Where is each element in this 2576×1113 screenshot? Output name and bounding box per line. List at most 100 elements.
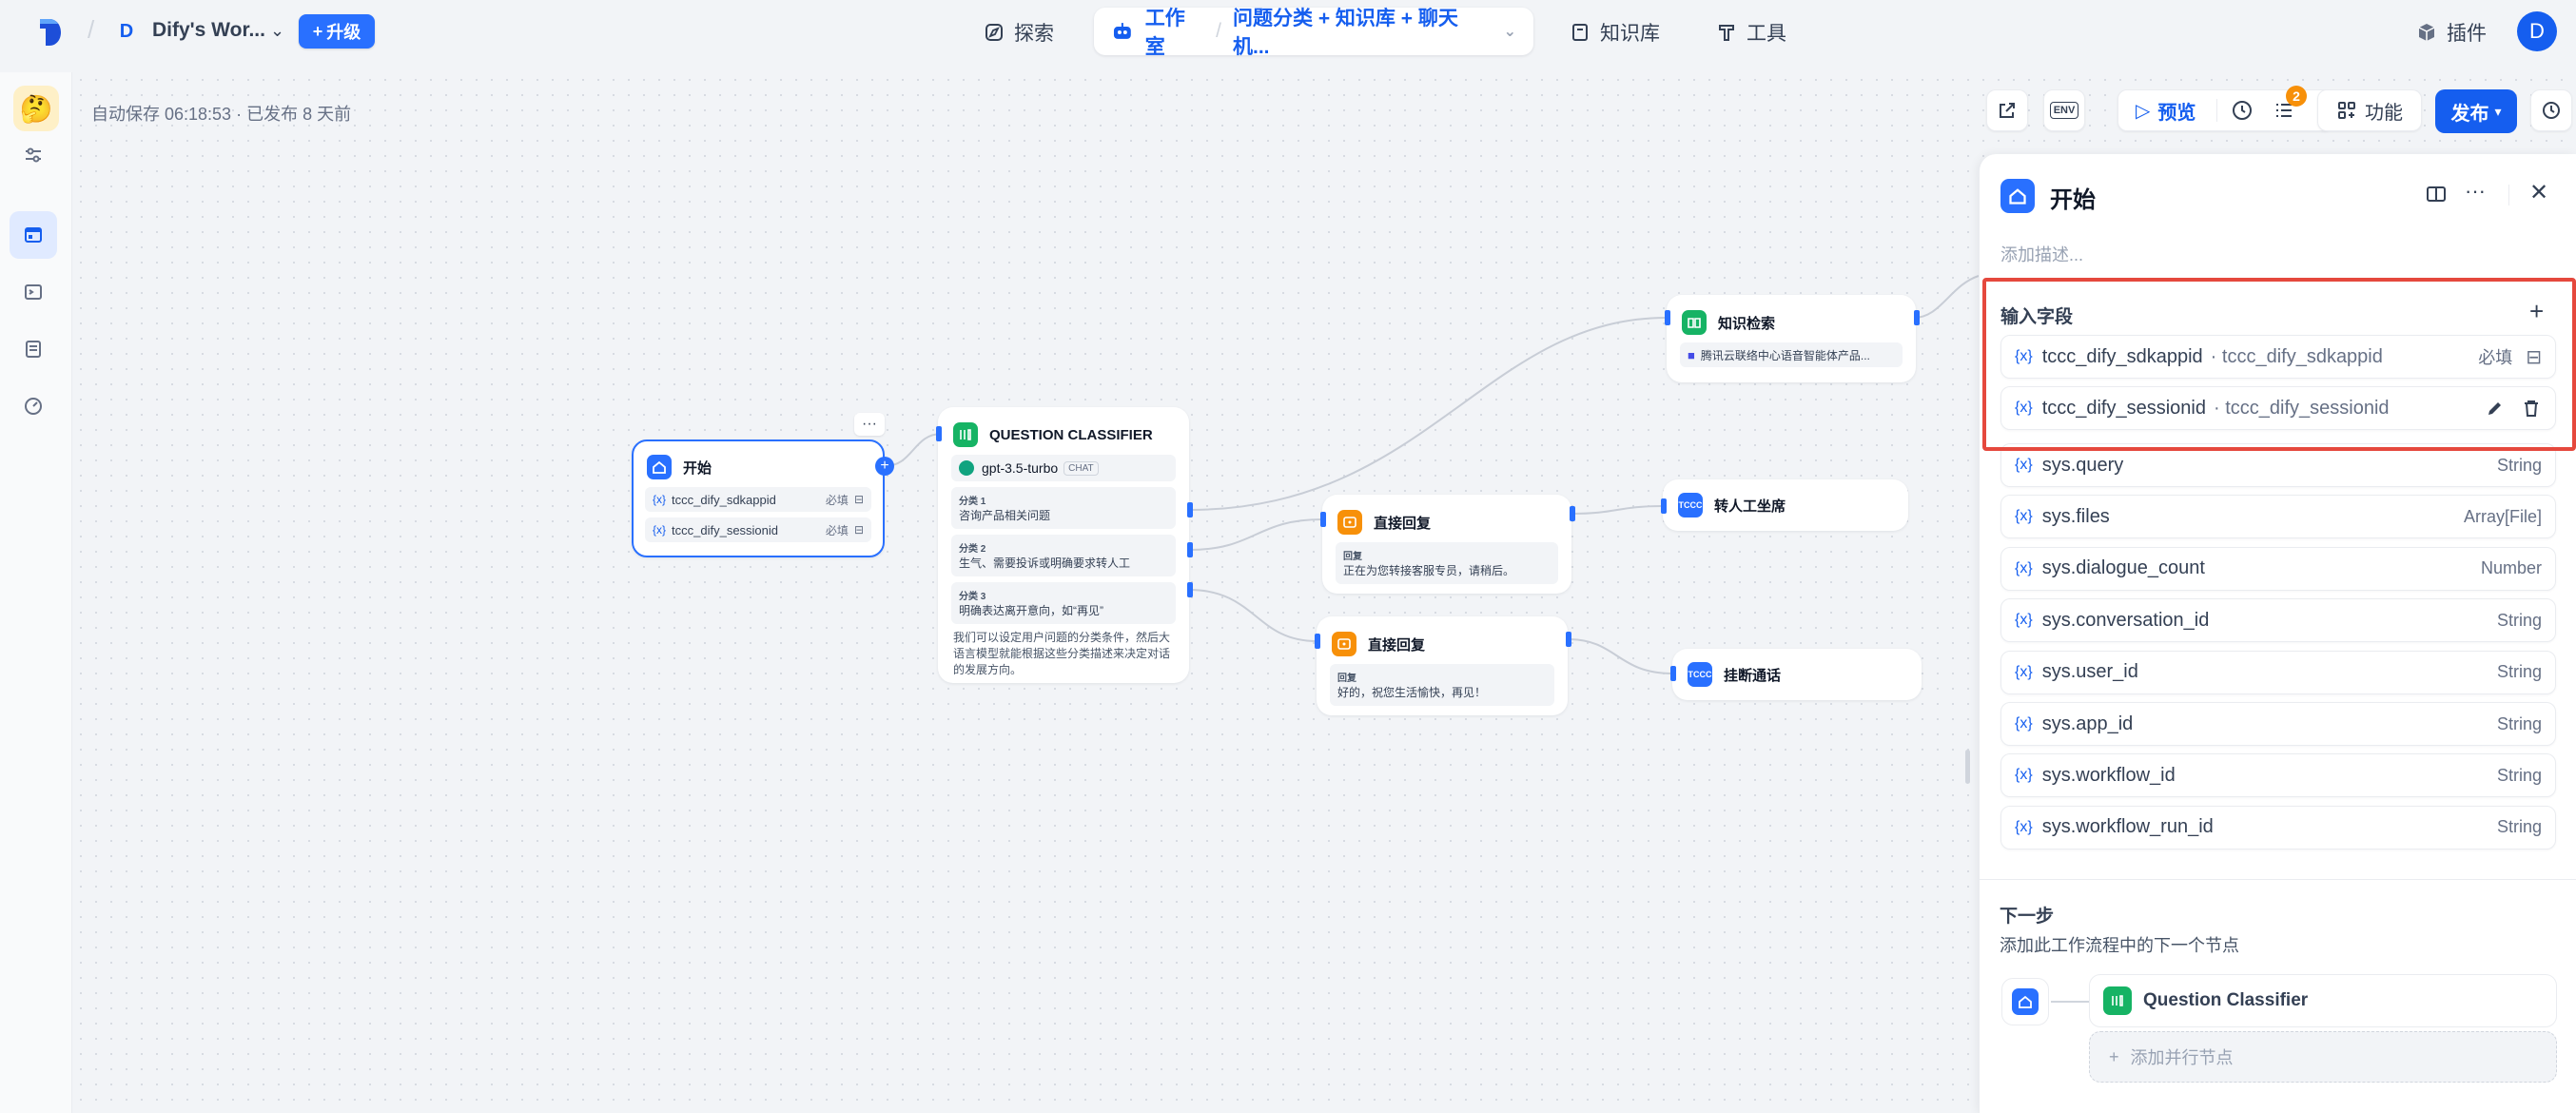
node-more-icon[interactable]: ··· (854, 413, 885, 436)
monitor-gauge-icon[interactable] (10, 382, 57, 430)
export-icon[interactable] (1986, 89, 2028, 131)
description-input[interactable]: 添加描述... (2000, 245, 2084, 264)
direct-reply-node[interactable]: 直接回复 回复 正在为您转接客服专员，请稍后。 (1322, 495, 1571, 594)
nav-studio-label: 工作室 (1144, 8, 1185, 58)
chevron-down-icon[interactable]: ⌄ (1503, 24, 1517, 40)
panel-title[interactable]: 开始 (2050, 187, 2096, 213)
class-text: 明确表达离开意向，如“再见” (959, 604, 1103, 617)
dataset-name: 腾讯云联络中心语音智能体产品... (1700, 348, 1870, 362)
add-node-handle[interactable]: + (875, 457, 894, 476)
tool-icon: TCCC (1688, 662, 1712, 687)
input-port[interactable] (936, 426, 942, 441)
input-port[interactable] (1320, 512, 1326, 527)
version-history-icon[interactable] (2530, 89, 2572, 131)
variable-icon: {x} (2015, 663, 2033, 680)
input-port[interactable] (1670, 666, 1676, 681)
chevron-down-icon[interactable]: ⌄ (270, 21, 285, 40)
class-2-port[interactable] (1187, 542, 1193, 557)
variable-icon: {x} (2015, 612, 2033, 629)
direct-reply-node[interactable]: 直接回复 回复 好的，祝您生活愉快，再见！ (1317, 616, 1568, 715)
terminal-icon[interactable] (10, 268, 57, 316)
input-field-row[interactable]: {x} tccc_dify_sessionid · tccc_dify_sess… (2000, 386, 2556, 430)
class-item: 分类 2 生气、需要投诉或明确要求转人工 (951, 535, 1176, 576)
input-port[interactable] (1665, 310, 1670, 325)
input-fields-title: 输入字段 (2000, 307, 2074, 327)
run-history-icon[interactable] (2231, 99, 2254, 122)
model-selector[interactable]: gpt-3.5-turbo CHAT (951, 455, 1176, 481)
env-button[interactable]: ENV (2043, 89, 2085, 131)
sys-var-type: String (2496, 662, 2542, 682)
nav-tools[interactable]: 工具 (1703, 13, 1800, 51)
sys-var-name: sys.workflow_run_id (2041, 816, 2214, 838)
dify-logo[interactable] (38, 17, 63, 48)
sliders-icon[interactable] (10, 131, 57, 179)
add-field-icon[interactable]: + (2529, 297, 2545, 325)
reply-icon (1337, 510, 1362, 535)
classifier-icon (953, 422, 978, 447)
nav-knowledge[interactable]: 知识库 (1556, 13, 1673, 51)
next-node-card[interactable]: Question Classifier (2089, 974, 2557, 1027)
help-book-icon[interactable] (2425, 183, 2448, 205)
hangup-node[interactable]: TCCC 挂断通话 (1672, 649, 1922, 700)
class-3-port[interactable] (1187, 582, 1193, 597)
add-parallel-node-button[interactable]: + 添加并行节点 (2089, 1031, 2557, 1083)
node-title: 挂断通话 (1724, 667, 1782, 684)
play-icon[interactable]: ▷ (2136, 100, 2151, 122)
output-port[interactable] (1570, 506, 1575, 521)
start-node[interactable]: 开始 {x} tccc_dify_sdkappid 必填 ⊟ {x} tccc_… (632, 439, 885, 557)
current-app-name[interactable]: 问题分类 + 知识库 + 聊天机... (1232, 8, 1458, 58)
node-title: 开始 (683, 459, 712, 477)
sys-var-name: sys.conversation_id (2041, 609, 2210, 631)
reply-icon (1332, 632, 1356, 656)
input-port[interactable] (1661, 498, 1667, 514)
nav-plugins[interactable]: 插件 (2403, 13, 2500, 51)
field-label: · tccc_dify_sdkappid (2210, 345, 2383, 367)
nav-knowledge-label: 知识库 (1600, 23, 1660, 45)
workspace-name[interactable]: Dify's Wor... (152, 19, 265, 41)
env-label: ENV (2049, 102, 2079, 119)
field-label: · tccc_dify_sessionid (2214, 397, 2390, 419)
delete-icon[interactable] (2521, 398, 2542, 419)
variable-icon: {x} (2015, 818, 2033, 835)
logs-icon[interactable] (10, 325, 57, 373)
nav-explore[interactable]: 探索 (970, 13, 1067, 51)
required-tag: 必填 (825, 523, 849, 537)
knowledge-retrieval-node[interactable]: 知识检索 ■ 腾讯云联络中心语音智能体产品... (1667, 295, 1916, 382)
node-header: TCCC 转人工坐席 (1665, 481, 1906, 525)
class-1-port[interactable] (1187, 502, 1193, 517)
features-button[interactable]: 功能 (2317, 89, 2422, 131)
input-field-row[interactable]: {x} tccc_dify_sdkappid · tccc_dify_sdkap… (2000, 335, 2556, 379)
orchestrate-icon[interactable] (10, 211, 57, 259)
nav-studio[interactable]: 工作室 / 问题分类 + 知识库 + 聊天机... ⌄ (1094, 8, 1533, 58)
node-config-panel: 开始 ··· ✕ 添加描述... 输入字段 + {x} tccc_dify_sd… (1979, 154, 2576, 1113)
sys-var-name: sys.user_id (2041, 661, 2138, 683)
panel-resize-handle[interactable] (1965, 750, 1970, 784)
class-text: 生气、需要投诉或明确要求转人工 (959, 556, 1131, 570)
node-header: QUESTION CLASSIFIER (940, 409, 1187, 455)
node-title: QUESTION CLASSIFIER (989, 426, 1153, 443)
features-label: 功能 (2365, 102, 2403, 124)
upgrade-button[interactable]: + 升级 (299, 14, 375, 49)
output-port[interactable] (1914, 310, 1920, 325)
field-name: tccc_dify_sessionid (2041, 397, 2206, 419)
workspace-avatar[interactable]: D (119, 20, 134, 42)
preview-button[interactable]: 预览 (2157, 102, 2196, 124)
close-icon[interactable]: ✕ (2529, 180, 2549, 205)
user-avatar[interactable]: D (2517, 11, 2557, 51)
checklist-icon[interactable] (2273, 99, 2295, 122)
question-classifier-node[interactable]: QUESTION CLASSIFIER gpt-3.5-turbo CHAT 分… (938, 407, 1189, 683)
edit-icon[interactable] (2485, 398, 2506, 419)
sys-var-name: sys.query (2041, 454, 2124, 476)
book-open-icon (1682, 310, 1707, 335)
variable-icon: {x} (2015, 400, 2033, 416)
more-options-icon[interactable]: ··· (2465, 179, 2486, 203)
output-port[interactable] (1566, 632, 1571, 647)
transfer-agent-node[interactable]: TCCC 转人工坐席 (1663, 479, 1908, 531)
publish-button[interactable]: 发布 ▾ (2435, 89, 2517, 133)
cube-icon (2418, 24, 2435, 41)
edge-classifier-knowledge (1188, 317, 1668, 511)
input-port[interactable] (1315, 634, 1320, 649)
app-emoji-icon[interactable]: 🤔 (13, 86, 59, 131)
